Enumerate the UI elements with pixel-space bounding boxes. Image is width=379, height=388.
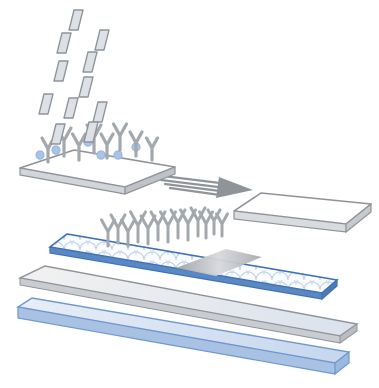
absorbent-pad [234,193,371,232]
flow-arrow [161,176,253,198]
particle-3 [57,33,71,53]
capture-antibody-12 [208,210,220,234]
particle-7 [39,94,53,114]
conjugate-antibody-6 [114,124,127,150]
conjugate-bead-4 [97,151,105,159]
capture-antibodies [102,208,228,246]
conjugate-bead-2 [52,146,60,154]
capture-antibody-4 [131,212,146,242]
particle-1 [69,10,83,30]
particle-5 [54,61,68,81]
capture-antibody-5 [141,216,155,244]
capture-antibody-2 [111,215,125,243]
conjugate-antibody-7 [130,132,142,156]
particle-2 [95,30,109,50]
particle-8 [64,98,78,118]
particle-4 [83,52,97,72]
capture-antibody-10 [191,208,205,236]
particle-6 [79,77,93,97]
conjugate-bead-5 [114,151,122,159]
particle-9 [93,102,107,122]
conjugate-antibody-8 [147,138,158,160]
falling-particles [39,10,109,144]
capture-antibody-3 [122,220,135,246]
conjugate-bead-1 [36,151,44,159]
capture-antibody-13 [217,214,228,236]
